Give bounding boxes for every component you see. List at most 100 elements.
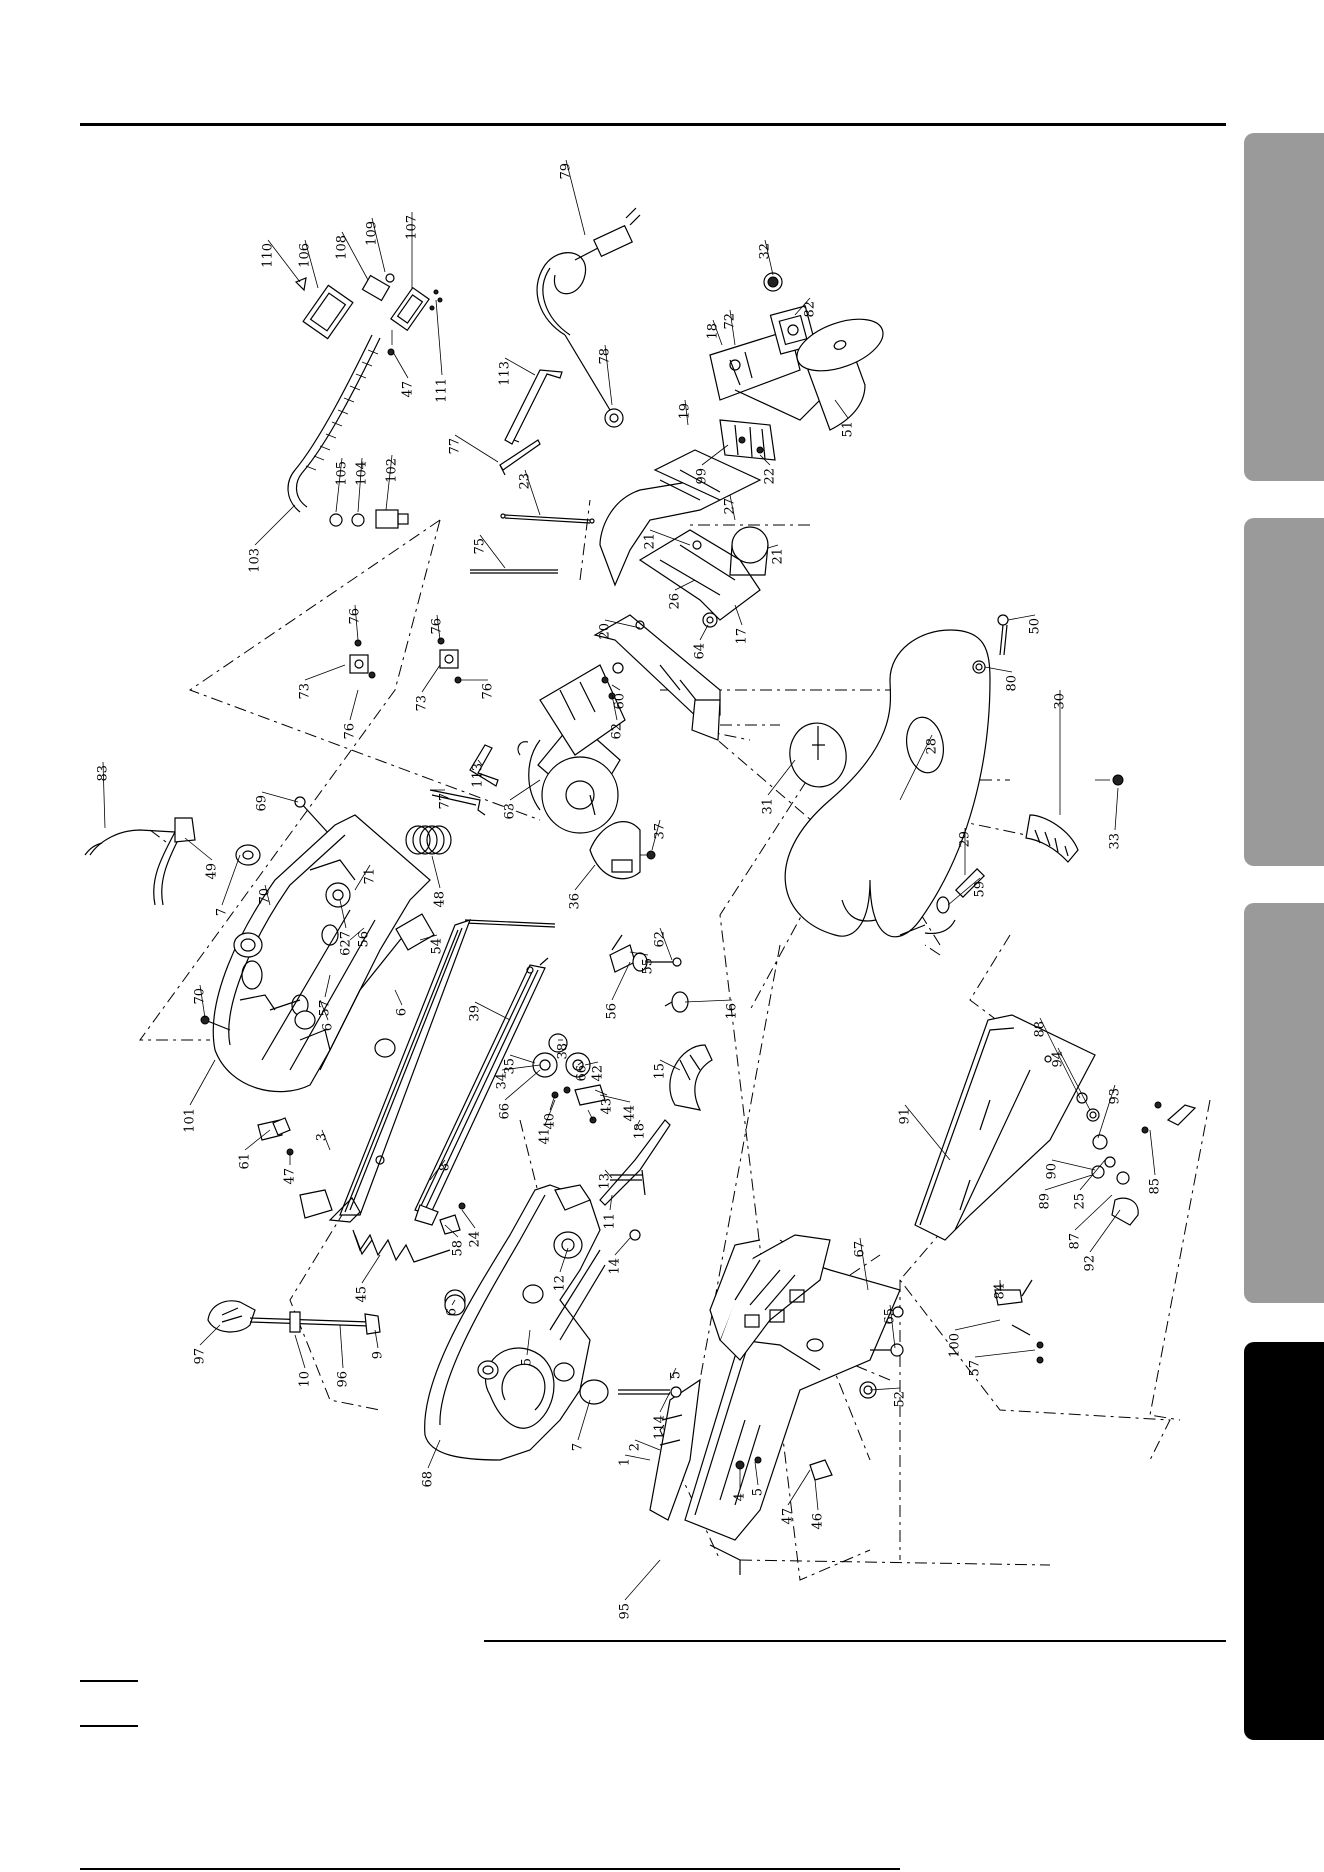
leader-line-56 — [611, 961, 631, 1001]
part-28-saw-table — [784, 629, 991, 938]
part-label-100: 100 — [948, 1333, 963, 1358]
leader-line-68 — [427, 1439, 441, 1469]
leader-line-96 — [339, 1324, 344, 1369]
leader-line-6 — [451, 1299, 456, 1306]
leader-line-94 — [1057, 1047, 1091, 1111]
leader-line-113 — [504, 357, 536, 376]
part-label-95: 95 — [618, 1603, 633, 1620]
part-label-50: 50 — [1028, 618, 1043, 635]
leader-line-2 — [634, 1439, 661, 1451]
leader-line-45 — [361, 1254, 381, 1284]
part-label-47: 47 — [283, 1168, 298, 1185]
part-label-22: 22 — [763, 468, 778, 485]
part-label-14: 14 — [608, 1258, 623, 1275]
part-45-spring — [352, 1229, 451, 1263]
leader-line-48 — [431, 855, 441, 889]
part-label-57: 57 — [318, 1000, 333, 1017]
leader-line-13 — [604, 1169, 613, 1179]
part-29-stud — [955, 868, 985, 898]
leader-line-71 — [354, 864, 371, 891]
leader-line-110 — [267, 239, 301, 283]
part-label-77: 77 — [448, 438, 463, 455]
part-label-73: 73 — [298, 683, 313, 700]
leader-line-627 — [339, 899, 347, 929]
part-label-1: 1 — [618, 1458, 633, 1466]
side-tab-2[interactable] — [1244, 518, 1324, 866]
leader-line-39 — [474, 1001, 511, 1021]
leader-line-111 — [435, 299, 443, 376]
part-label-71: 71 — [363, 868, 378, 885]
part-85-clamp-plate — [1141, 1101, 1197, 1134]
part-label-3: 3 — [315, 1133, 330, 1141]
part-label-78: 78 — [598, 348, 613, 365]
part-label-68: 68 — [421, 1471, 436, 1488]
part-label-39: 39 — [468, 1005, 483, 1022]
leader-line-6 — [394, 989, 403, 1006]
leader-line-9 — [374, 1329, 379, 1349]
part-label-110: 110 — [261, 243, 276, 268]
side-tab-1[interactable] — [1244, 133, 1324, 481]
part-3-lower-arm — [299, 919, 472, 1223]
leader-line-76 — [354, 604, 359, 641]
part-95-upper-plate — [709, 1234, 831, 1361]
part-label-47: 47 — [401, 381, 416, 398]
leader-line-25 — [1079, 1159, 1106, 1191]
leader-line-80 — [984, 666, 1013, 673]
part-label-38: 38 — [556, 1043, 571, 1060]
leader-line-19 — [684, 399, 689, 426]
part-label-108: 108 — [335, 235, 350, 260]
leader-line-33 — [1114, 787, 1119, 831]
leader-line-14 — [614, 1237, 631, 1256]
part-label-82: 82 — [803, 301, 818, 318]
leader-line-109 — [371, 217, 386, 273]
leader-line-63 — [509, 779, 541, 801]
leader-line-62 — [659, 927, 673, 961]
leader-line-104 — [357, 457, 363, 513]
side-tab-4[interactable] — [1244, 1342, 1324, 1740]
leader-line-20 — [604, 619, 641, 629]
side-tab-3[interactable] — [1244, 903, 1324, 1303]
leader-line-47 — [787, 1469, 811, 1506]
leader-line-51 — [834, 399, 849, 419]
part-label-20: 20 — [598, 623, 613, 640]
part-label-18: 18 — [633, 1123, 648, 1140]
part-72-switch-plate — [709, 329, 826, 421]
part-22-frame — [599, 449, 769, 587]
leader-line-1 — [624, 1454, 651, 1461]
leader-line-114 — [659, 1391, 671, 1413]
leader-line-44 — [599, 1094, 631, 1103]
leader-line-66 — [577, 1061, 583, 1066]
leader-line-72 — [729, 309, 736, 346]
part-label-33: 33 — [1108, 833, 1123, 850]
part-label-54: 54 — [430, 938, 445, 955]
part-label-80: 80 — [1005, 675, 1020, 692]
leader-line-103 — [254, 504, 296, 546]
footer-rule — [80, 1868, 900, 1870]
part-48-spring — [405, 825, 452, 855]
leader-line-88 — [1039, 1017, 1081, 1099]
part-label-23: 23 — [518, 473, 533, 490]
part-91-fence — [914, 1014, 1096, 1241]
leader-line-70 — [264, 884, 271, 906]
leader-line-102 — [385, 454, 393, 511]
leader-line-66 — [504, 1069, 541, 1101]
part-33-knob — [1095, 774, 1124, 786]
part-label-49: 49 — [205, 863, 220, 880]
leader-line-18 — [634, 1119, 641, 1131]
part-label-43: 43 — [600, 1098, 615, 1115]
part-label-79: 79 — [559, 163, 574, 180]
part-label-46: 46 — [811, 1513, 826, 1530]
part-label-51: 51 — [841, 421, 856, 438]
part-label-4: 4 — [733, 1493, 748, 1501]
part-20-motor-plate — [593, 614, 721, 741]
leader-line-105 — [335, 457, 343, 513]
part-label-10: 10 — [298, 1371, 313, 1388]
part-label-19: 19 — [678, 403, 693, 420]
part-77-hex-key-lower — [429, 789, 486, 816]
leader-line-56 — [349, 927, 365, 941]
part-label-5: 5 — [520, 1358, 535, 1366]
leader-line-57 — [974, 1349, 1036, 1358]
leader-line-37 — [651, 819, 661, 851]
part-label-97: 97 — [193, 1348, 208, 1365]
